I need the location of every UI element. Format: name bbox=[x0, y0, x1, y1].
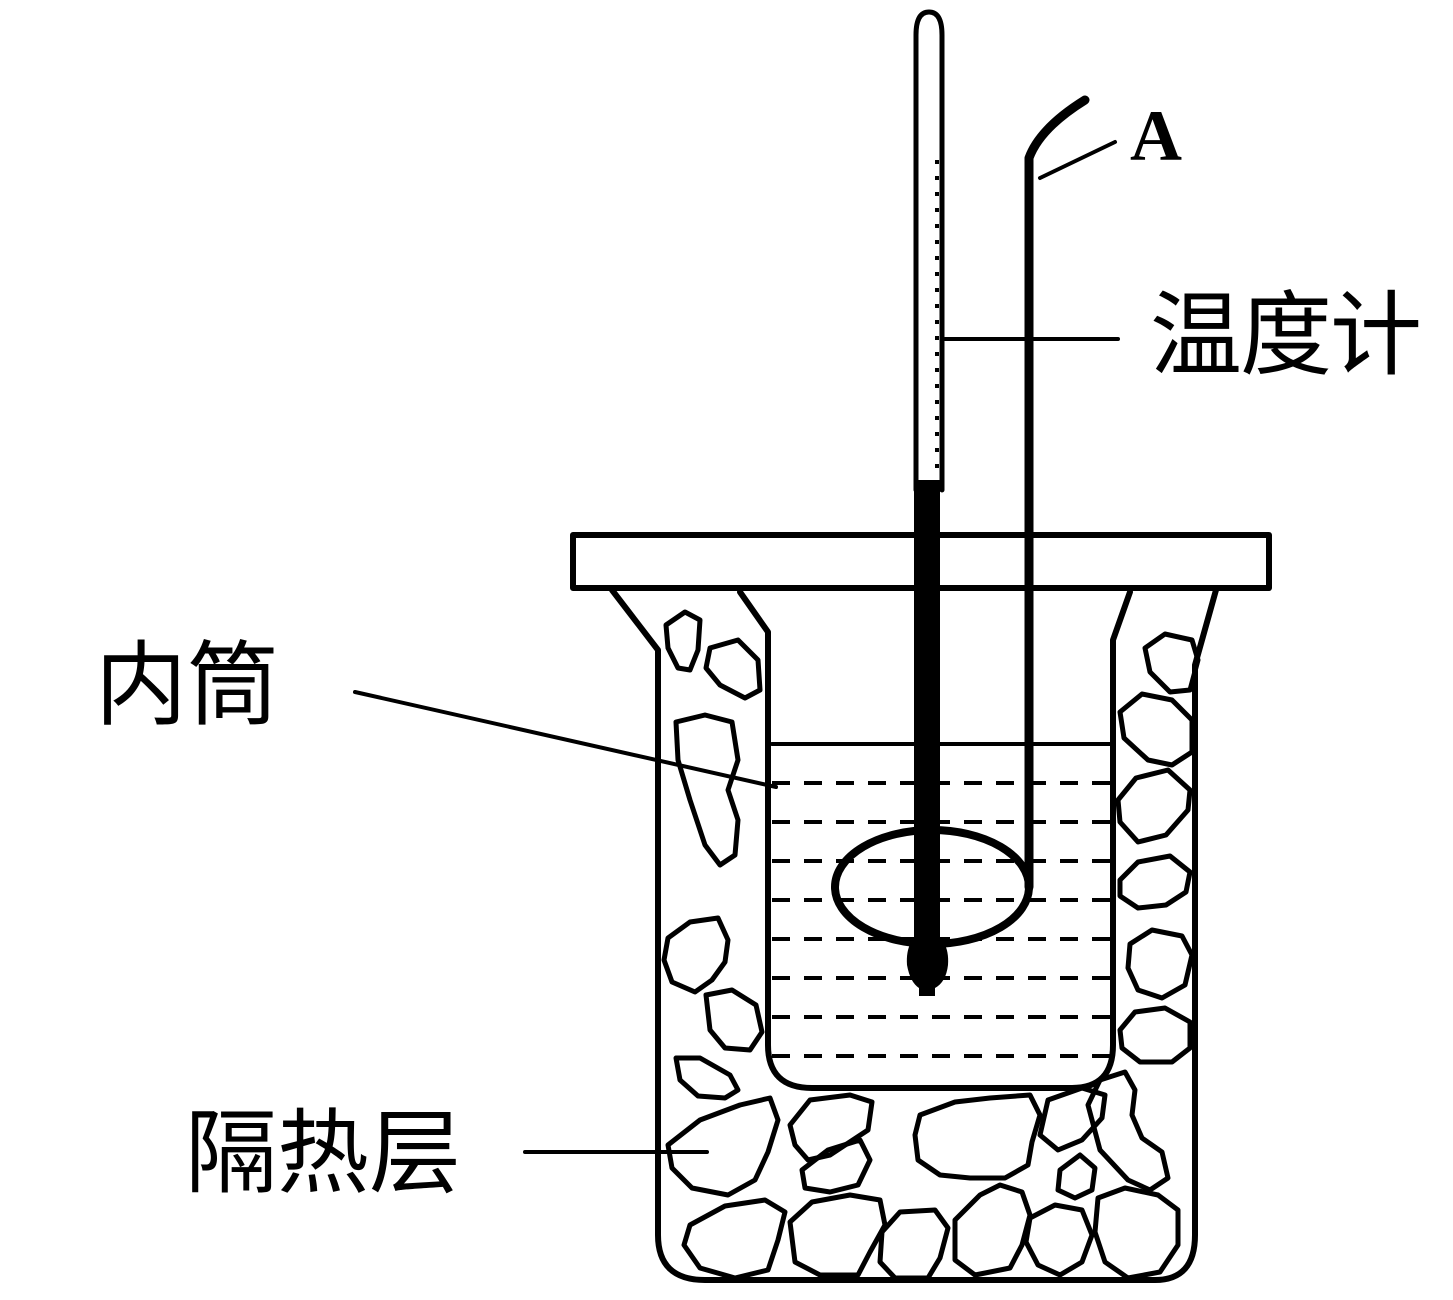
leader-line-a bbox=[1038, 140, 1117, 180]
water-dashes bbox=[772, 781, 1110, 1058]
insulation-stones bbox=[661, 609, 1201, 1281]
inner-cylinder bbox=[737, 589, 1133, 1091]
thermometer-label: 温度计 bbox=[1150, 282, 1422, 389]
insulation-layer-label: 隔热层 bbox=[185, 1100, 462, 1207]
thermometer-tube bbox=[913, 9, 945, 493]
stirrer-rod bbox=[1024, 95, 1090, 892]
outer-beaker bbox=[609, 587, 1219, 1283]
stirrer-label: A bbox=[1130, 96, 1182, 176]
thermometer-mercury bbox=[914, 480, 940, 950]
thermometer-bulb bbox=[906, 928, 949, 996]
leader-line-inner-cylinder bbox=[353, 690, 778, 789]
inner-cylinder-label: 内筒 bbox=[95, 632, 280, 739]
